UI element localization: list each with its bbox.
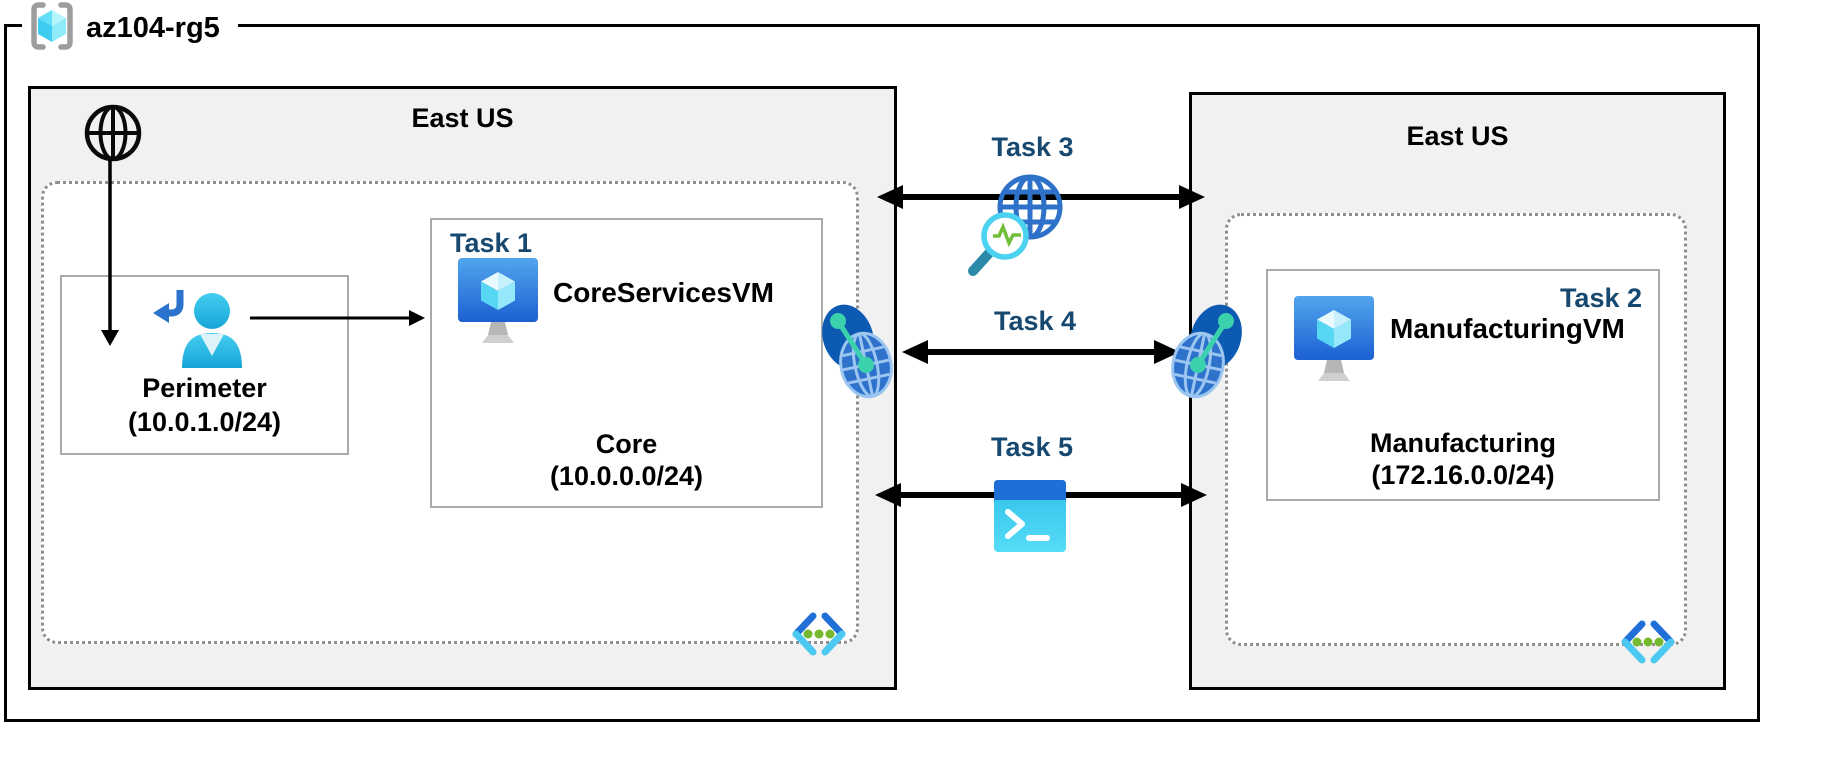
network-watcher-icon	[965, 170, 1070, 287]
task3-label: Task 3	[991, 132, 1074, 162]
resource-group-name: az104-rg5	[86, 11, 220, 44]
resource-group-boundary	[4, 24, 1760, 722]
perimeter-subnet-name: Perimeter	[142, 373, 267, 403]
core-services-vm-name: CoreServicesVM	[553, 277, 775, 308]
task5-label: Task 5	[990, 432, 1074, 462]
cloud-shell-icon	[992, 478, 1068, 559]
core-subnet-cidr: (10.0.0.0/24)	[549, 461, 704, 491]
core-subnet-box: Task 1 CoreServicesVM	[430, 218, 823, 508]
manufacturing-subnet-cidr: (172.16.0.0/24)	[1371, 460, 1555, 490]
vnet-peering-icon-right	[1168, 303, 1242, 406]
perimeter-subnet-box: Perimeter (10.0.1.0/24)	[60, 275, 349, 455]
core-subnet-name: Core	[595, 429, 658, 459]
region-right-east-us: East US Task 2	[1189, 92, 1726, 690]
internet-globe-icon	[83, 103, 143, 168]
resource-group-icon	[26, 0, 78, 57]
manufacturing-vnet-icon	[1618, 619, 1678, 670]
perimeter-subnet-cidr: (10.0.1.0/24)	[127, 407, 282, 437]
vnet-peering-icon-left	[822, 303, 896, 406]
manufacturing-subnet-name: Manufacturing	[1370, 428, 1556, 458]
task2-label: Task 2	[1559, 283, 1642, 313]
task4-label: Task 4	[993, 306, 1077, 336]
right-region-title: East US	[1406, 121, 1509, 151]
core-vnet-icon	[789, 611, 849, 662]
resource-group-badge: az104-rg5	[22, 0, 238, 56]
task1-label: Task 1	[450, 228, 533, 258]
region-left-east-us: East US Task 6	[28, 86, 897, 690]
guest-user-icon	[150, 288, 255, 375]
core-services-vm-icon	[457, 257, 539, 358]
left-region-title: East US	[411, 103, 514, 133]
manufacturing-subnet-box: Task 2 ManufacturingVM	[1266, 269, 1660, 501]
manufacturing-vm-name: ManufacturingVM	[1390, 313, 1625, 344]
manufacturing-vm-icon	[1293, 295, 1375, 396]
